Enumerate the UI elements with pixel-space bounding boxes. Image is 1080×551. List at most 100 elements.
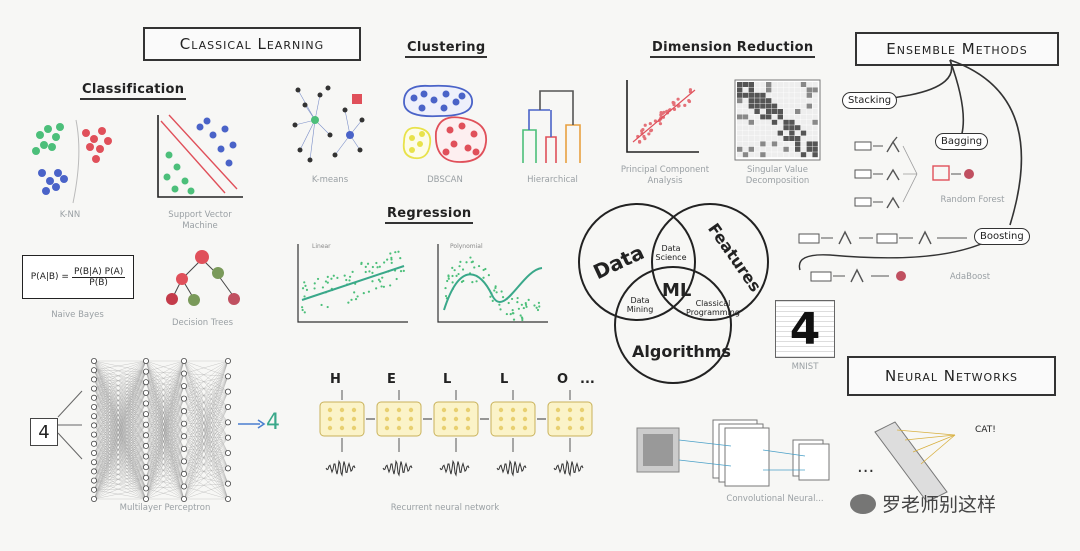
svd-cell <box>754 152 760 158</box>
mlp-node <box>143 368 150 375</box>
rnn-neuron <box>351 425 357 431</box>
svd-cell <box>760 114 766 120</box>
mlp-edge <box>93 445 147 454</box>
mlp-edge <box>93 370 147 468</box>
mlp-edge <box>93 445 147 481</box>
linear-point <box>354 298 358 301</box>
polynomial-point <box>505 312 508 316</box>
polynomial-point <box>471 281 474 284</box>
linear-point <box>351 270 354 273</box>
svd-cell <box>812 152 818 158</box>
mlp-edge <box>93 413 147 444</box>
svd-cell <box>795 103 801 109</box>
mlp-edge <box>93 480 147 489</box>
mlp-edge <box>93 388 147 489</box>
mlp-edge <box>93 467 147 490</box>
svd-cell <box>771 152 778 158</box>
rnn-neuron <box>567 425 573 431</box>
rnn-neuron <box>351 416 357 422</box>
mlp-node <box>90 367 97 374</box>
svd-cell <box>742 152 749 158</box>
svd-cell <box>795 136 801 141</box>
mlp-edge <box>145 424 185 487</box>
mlp-edge <box>145 461 185 468</box>
svd-cell <box>812 82 818 87</box>
mlp-edge <box>145 360 185 425</box>
polynomial-point <box>519 314 522 317</box>
svd-cell <box>754 87 760 93</box>
mlp-edge <box>93 360 147 404</box>
svd-caption: Singular Value Decomposition <box>745 165 810 186</box>
linear-point <box>332 274 335 277</box>
svd-cell <box>783 114 789 120</box>
rnn-neuron <box>408 425 414 431</box>
polynomial-point <box>477 264 481 268</box>
bayes-numerator: P(B|A) P(A) <box>71 266 126 278</box>
linear-point <box>350 298 353 301</box>
polynomial-point <box>517 307 520 310</box>
polynomial-point <box>482 276 485 279</box>
svd-cell <box>766 141 772 147</box>
mlp-node <box>90 376 97 383</box>
mlp-edge <box>183 483 229 500</box>
mlp-edge <box>183 423 229 454</box>
mlp-edge <box>93 414 147 490</box>
mlp-node <box>143 358 150 364</box>
mlp-edge <box>93 452 147 478</box>
svd-cell <box>812 125 818 131</box>
svd-cell <box>812 109 818 114</box>
mlp-network <box>57 358 231 502</box>
rnn-neuron <box>510 407 516 413</box>
mlp-edge <box>145 445 185 449</box>
mlp-edge <box>183 398 229 423</box>
svd-cell <box>783 103 789 109</box>
svd-cell <box>806 98 812 104</box>
mlp-edge <box>93 452 147 457</box>
linear-point <box>304 284 307 287</box>
mlp-edge <box>93 452 147 489</box>
mlp-edge <box>145 386 185 457</box>
svd-cell <box>800 119 807 125</box>
svd-cell <box>766 146 772 152</box>
mlp-node <box>90 495 97 502</box>
svd-cell <box>754 119 760 125</box>
mlp-edge <box>93 462 147 468</box>
mlp-edge <box>93 403 147 500</box>
rnn-neuron <box>510 425 516 431</box>
mlp-edge <box>183 376 229 462</box>
rnn-neuron <box>498 416 504 422</box>
mlp-edge <box>145 360 185 478</box>
header-classical-learning-label: Classical Learning <box>179 35 325 53</box>
mlp-edge <box>145 386 185 489</box>
mlp-edge <box>183 406 229 500</box>
pca-point <box>676 97 680 101</box>
mlp-edge <box>183 406 229 487</box>
mlp-edge <box>145 360 185 457</box>
mlp-input-box: 4 <box>30 418 58 446</box>
svd-cell <box>742 146 749 152</box>
mlp-edge <box>93 456 147 490</box>
mlp-node <box>181 420 188 427</box>
polynomial-point <box>457 272 460 276</box>
mlp-edge <box>93 388 147 404</box>
mlp-edge <box>93 452 147 468</box>
mlp-edge <box>93 382 147 454</box>
polynomial-point <box>525 305 528 308</box>
svd-cell <box>748 92 754 98</box>
mlp-edge <box>145 360 185 415</box>
linear-point <box>305 288 309 291</box>
mlp-edge <box>145 398 185 478</box>
svd-cell <box>760 119 766 125</box>
svd-cell <box>737 130 743 136</box>
mlp-edge <box>183 385 229 423</box>
mlp-edge <box>93 382 147 500</box>
mlp-edge <box>93 379 147 436</box>
mlp-edge <box>183 406 229 449</box>
svd-cell <box>806 130 812 136</box>
polynomial-point <box>498 303 501 306</box>
mlp-edge <box>93 392 147 408</box>
mlp-edge <box>145 371 185 474</box>
mlp-edge <box>145 398 185 500</box>
mlp-edge <box>93 406 147 489</box>
pca-point <box>643 123 647 127</box>
